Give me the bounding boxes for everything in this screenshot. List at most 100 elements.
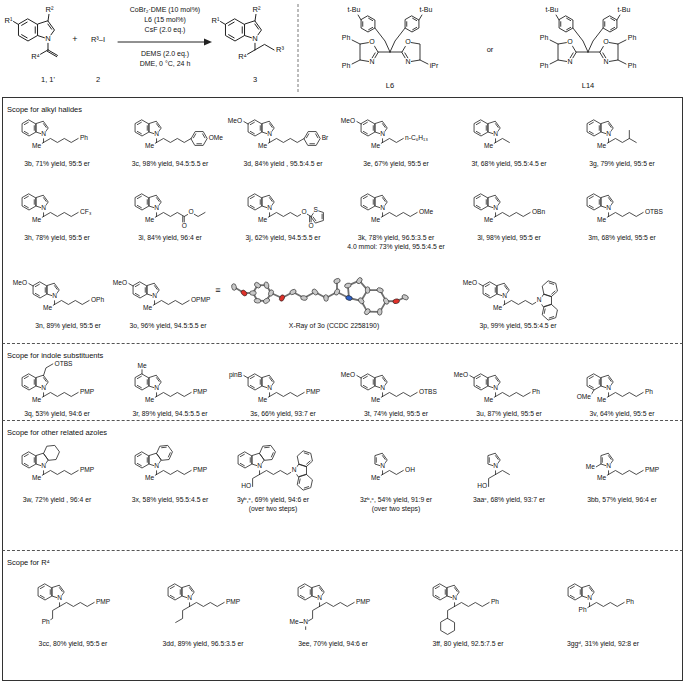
scheme-label: or: [486, 46, 494, 54]
atom-label: MeO: [453, 371, 468, 378]
yield-caption: 3u, 87% yield, 95:5 er: [476, 410, 543, 417]
scheme-label: L6 (15 mol%): [144, 16, 187, 24]
scheme-label: t-Bu: [617, 6, 631, 14]
bond-line: [573, 28, 588, 52]
yield-caption: 3dd, 89% yield, 96.5:3.5 er: [162, 640, 244, 647]
bond-line: [363, 131, 367, 133]
atom-label: N: [380, 463, 386, 470]
atom-label: Me: [145, 217, 155, 224]
bond-line: [55, 300, 90, 304]
ring-outline: [133, 282, 147, 298]
bond-line: [137, 196, 141, 198]
atom-label: MeO: [340, 117, 355, 124]
ring-outline: [135, 452, 149, 468]
bond-line: [363, 376, 367, 378]
yield-caption: 3s, 66% yield, 93:7 er: [250, 410, 316, 417]
atom-label: OTBS: [418, 389, 437, 396]
xray-atom: [392, 298, 399, 304]
bond-line: [495, 124, 498, 128]
bond-line: [588, 52, 600, 53]
xray-atom: [250, 291, 257, 296]
bond-line: [137, 463, 141, 465]
atom-label: R⁴: [31, 53, 41, 61]
xray-atom: [344, 282, 352, 288]
xray-atom: [262, 297, 270, 304]
yield-caption: 3o, 96% yield, 94.5:5.5 er: [129, 322, 207, 329]
bond-line: [320, 602, 355, 606]
xray-atom: [263, 281, 269, 289]
atom-label: PMP: [644, 467, 659, 474]
xray-atom: [382, 297, 389, 305]
bond-line: [369, 27, 373, 29]
atom-label: Me: [43, 305, 53, 312]
bond-line: [35, 27, 36, 33]
bond-line: [193, 134, 195, 138]
scheme-label: Ph: [627, 62, 637, 70]
yield-caption: 3zᵇ,ᶜ, 54% yield, 91:9 er: [359, 496, 432, 503]
bond-line: [357, 122, 361, 124]
scheme-label: Ph: [341, 34, 351, 42]
atom-label: O: [308, 222, 314, 229]
bond-line: [376, 458, 377, 463]
atom-label: Me: [143, 305, 153, 312]
bond-line: [486, 380, 487, 385]
ring-outline: [248, 374, 262, 390]
bond-line: [567, 18, 571, 20]
atom-label: N: [380, 385, 386, 392]
atom-label: N: [291, 467, 297, 474]
atom-label: OPMP: [190, 297, 210, 304]
atom-label: Me: [32, 143, 42, 150]
yield-caption: 3i, 84% yield, 96:4 er: [138, 234, 202, 241]
yield-caption: 3d, 84% yield , 95.5:4.5 er: [243, 160, 323, 167]
atom-label: PMP: [192, 467, 207, 474]
atom-label: O: [301, 209, 307, 216]
bond-line: [617, 15, 620, 20]
bond-line: [382, 198, 385, 202]
bond-line: [448, 606, 455, 618]
bond-line: [435, 586, 439, 588]
bond-line: [608, 456, 611, 460]
bond-line: [599, 380, 600, 385]
bond-line: [476, 122, 480, 124]
atom-label: OH: [405, 467, 416, 474]
bond-line: [486, 126, 487, 131]
xray-atom: [254, 298, 261, 303]
bond-line: [495, 456, 498, 460]
yield-caption: 3k, 78% yield, 96.5:3.5 er: [357, 234, 435, 241]
bond-line: [588, 28, 603, 52]
bond-line: [270, 138, 305, 142]
atom-label: OMe: [576, 393, 591, 400]
bond-line: [496, 138, 510, 142]
bond-line: [611, 27, 615, 29]
ring-outline: [22, 374, 36, 390]
ring-outline: [483, 282, 497, 298]
xray-atom: [278, 294, 285, 302]
ring-outline: [603, 16, 617, 32]
bond-line: [495, 288, 496, 293]
bond-line: [154, 286, 157, 290]
bond-line: [445, 590, 446, 595]
xray-atom: [356, 277, 364, 285]
atom-label: OTBS: [54, 360, 73, 367]
xray-atom: [333, 278, 341, 285]
yield-caption: 3x, 58% yield, 95.5:4.5 er: [131, 496, 209, 503]
atom-label: Me: [597, 217, 607, 224]
bond-line: [260, 200, 261, 205]
bond-line: [602, 458, 603, 463]
atom-label: Me: [371, 475, 381, 482]
bond-line: [589, 122, 593, 124]
ring-outline: [542, 304, 557, 320]
bond-line: [147, 126, 148, 131]
atom-label: N: [493, 385, 499, 392]
atom-label: pinB: [228, 371, 242, 378]
atom-label: N: [257, 463, 263, 470]
bond-line: [599, 200, 600, 205]
atom-label: N: [317, 595, 323, 602]
atom-label: N: [252, 35, 258, 43]
yield-caption: 3n, 89% yield, 95:5 er: [35, 322, 102, 329]
bond-line: [147, 458, 148, 463]
xray-atom: [231, 283, 237, 290]
atom-label: N: [267, 131, 273, 138]
ring-outline: [168, 584, 182, 600]
